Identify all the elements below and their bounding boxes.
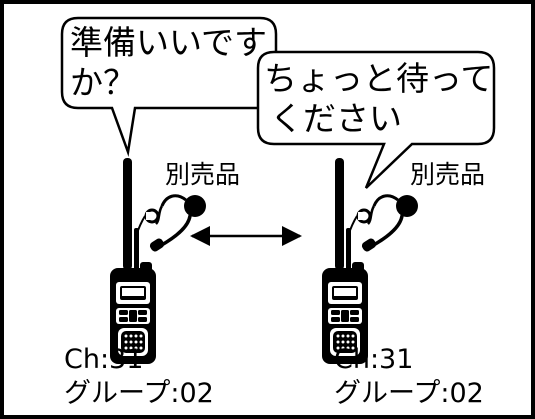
channel-left: Ch:31: [64, 344, 144, 375]
accessory-label-left: 別売品: [165, 160, 241, 189]
accessory-label-right: 別売品: [410, 160, 486, 189]
bubble-left-line1: 準備いいです: [70, 23, 268, 62]
speech-bubble-left: [60, 16, 278, 157]
group-left: グループ:02: [64, 378, 214, 409]
bubble-right-line2: ください: [270, 99, 402, 138]
group-right: グループ:02: [334, 378, 484, 409]
bubble-left-line2: か？: [70, 63, 136, 102]
channel-right: Ch:31: [334, 344, 414, 375]
speech-bubble-right: [256, 50, 496, 189]
bubble-right-line1: ちょっと待って: [264, 59, 494, 98]
